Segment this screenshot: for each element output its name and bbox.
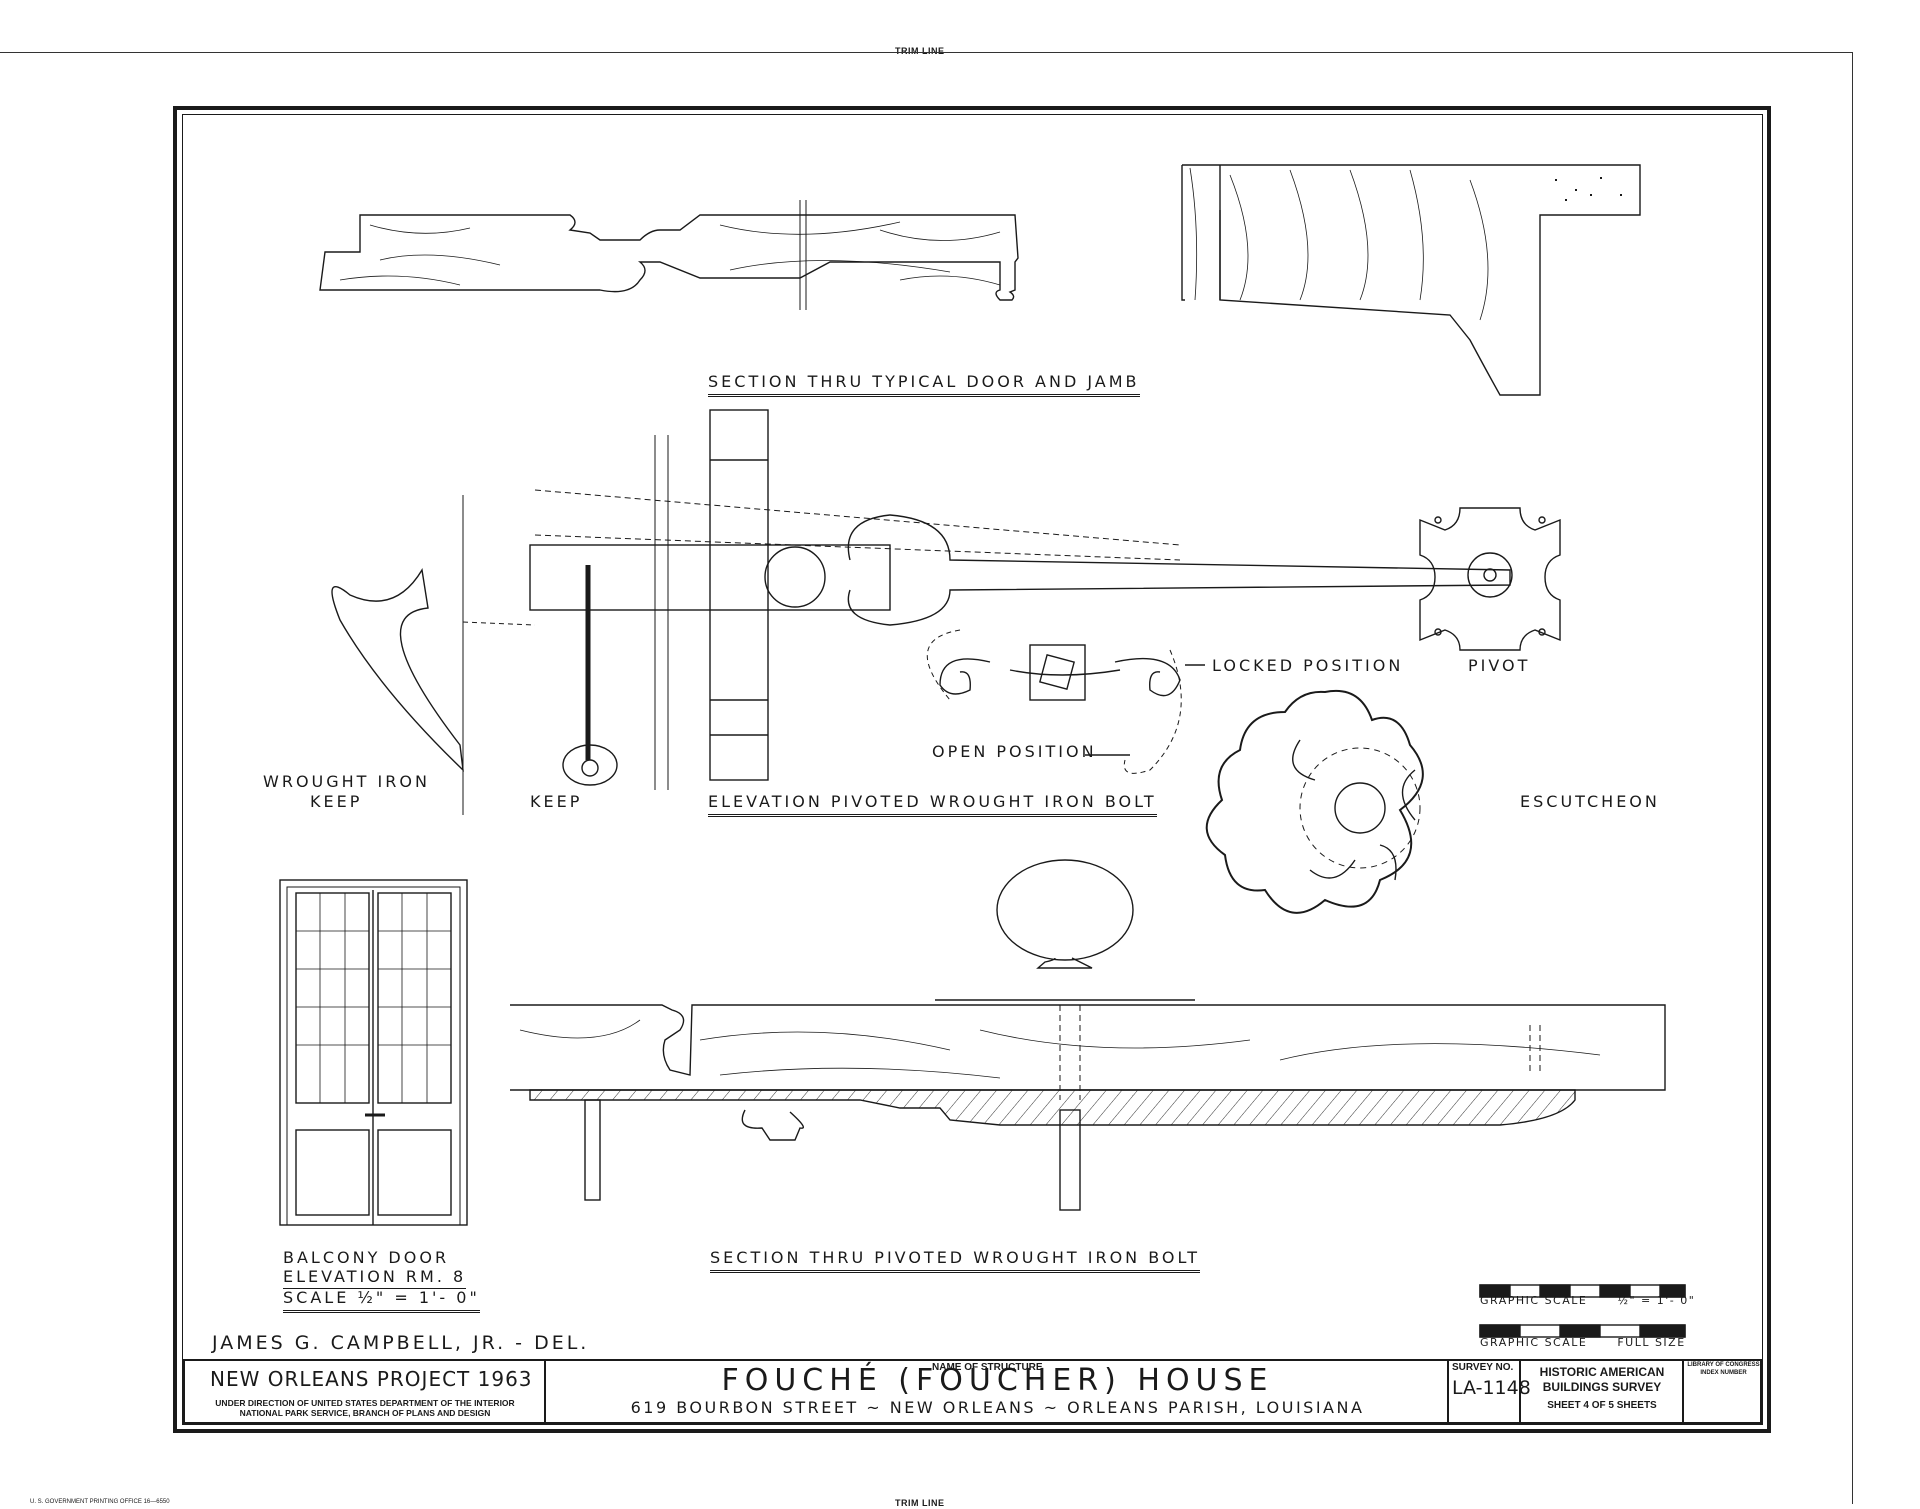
label-balcony-3: SCALE ½" = 1'- 0" bbox=[283, 1288, 480, 1313]
title-name-caption: NAME OF STRUCTURE bbox=[932, 1362, 1043, 1373]
label-wrought-iron-keep-2: KEEP bbox=[310, 792, 363, 811]
title-block-frame bbox=[183, 1359, 1762, 1424]
delineator-credit: JAMES G. CAMPBELL, JR. - DEL. bbox=[212, 1332, 590, 1354]
sheet-border-outer bbox=[173, 106, 1771, 1433]
bolt-section bbox=[510, 859, 1666, 1211]
title-sheet-number: SHEET 4 OF 5 SHEETS bbox=[1547, 1400, 1657, 1411]
title-loc-1: LIBRARY OF CONGRESS bbox=[1687, 1362, 1760, 1368]
trim-line-top: TRIM LINE bbox=[895, 46, 945, 56]
title-structure-name: FOUCHÉ (FOUCHER) HOUSE bbox=[721, 1363, 1274, 1398]
label-balcony-1: BALCONY DOOR bbox=[283, 1248, 450, 1267]
gpo-note: U. S. GOVERNMENT PRINTING OFFICE 16—6550 bbox=[30, 1499, 170, 1505]
label-escutcheon: ESCUTCHEON bbox=[1520, 792, 1660, 811]
title-direction-1: UNDER DIRECTION OF UNITED STATES DEPARTM… bbox=[215, 1398, 515, 1408]
label-pivot: PIVOT bbox=[1468, 656, 1531, 675]
door-jamb-section bbox=[319, 164, 1641, 396]
label-graphic-scale-2: GRAPHIC SCALE FULL SIZE bbox=[1480, 1336, 1686, 1349]
wrought-iron-keep bbox=[331, 495, 536, 815]
title-project: NEW ORLEANS PROJECT 1963 bbox=[210, 1367, 533, 1391]
title-direction-2: NATIONAL PARK SERVICE, BRANCH OF PLANS A… bbox=[239, 1408, 491, 1418]
label-graphic-scale-1: GRAPHIC SCALE ½" = 1'- 0" bbox=[1480, 1294, 1696, 1307]
label-section-bolt: SECTION THRU PIVOTED WROUGHT IRON BOLT bbox=[710, 1248, 1200, 1273]
label-locked-position: LOCKED POSITION bbox=[1212, 656, 1404, 675]
title-address: 619 BOURBON STREET ~ NEW ORLEANS ~ ORLEA… bbox=[630, 1398, 1365, 1417]
label-wrought-iron-keep-1: WROUGHT IRON bbox=[263, 772, 430, 791]
title-loc-2: INDEX NUMBER bbox=[1700, 1370, 1747, 1376]
label-open-position: OPEN POSITION bbox=[932, 742, 1097, 761]
label-section-door-jamb: SECTION THRU TYPICAL DOOR AND JAMB bbox=[708, 372, 1140, 397]
title-survey-number: LA-1148 bbox=[1452, 1377, 1531, 1399]
graphic-scales bbox=[1479, 1284, 1686, 1338]
label-balcony-2: ELEVATION RM. 8 bbox=[283, 1267, 467, 1289]
label-elevation-bolt: ELEVATION PIVOTED WROUGHT IRON BOLT bbox=[708, 792, 1157, 817]
balcony-door-drawing bbox=[279, 879, 468, 1226]
title-survey-caption: SURVEY NO. bbox=[1452, 1362, 1514, 1373]
title-habs-1: HISTORIC AMERICAN bbox=[1539, 1365, 1665, 1379]
title-habs-2: BUILDINGS SURVEY bbox=[1542, 1380, 1662, 1394]
label-keep: KEEP bbox=[530, 792, 583, 811]
trim-rule-right bbox=[1852, 52, 1853, 1504]
trim-rule-top bbox=[0, 52, 1852, 53]
bolt-elevation bbox=[529, 409, 1561, 790]
trim-line-bottom: TRIM LINE bbox=[895, 1498, 945, 1508]
sheet-border-inner bbox=[182, 114, 1763, 1425]
escutcheon-drawing bbox=[1205, 689, 1424, 914]
